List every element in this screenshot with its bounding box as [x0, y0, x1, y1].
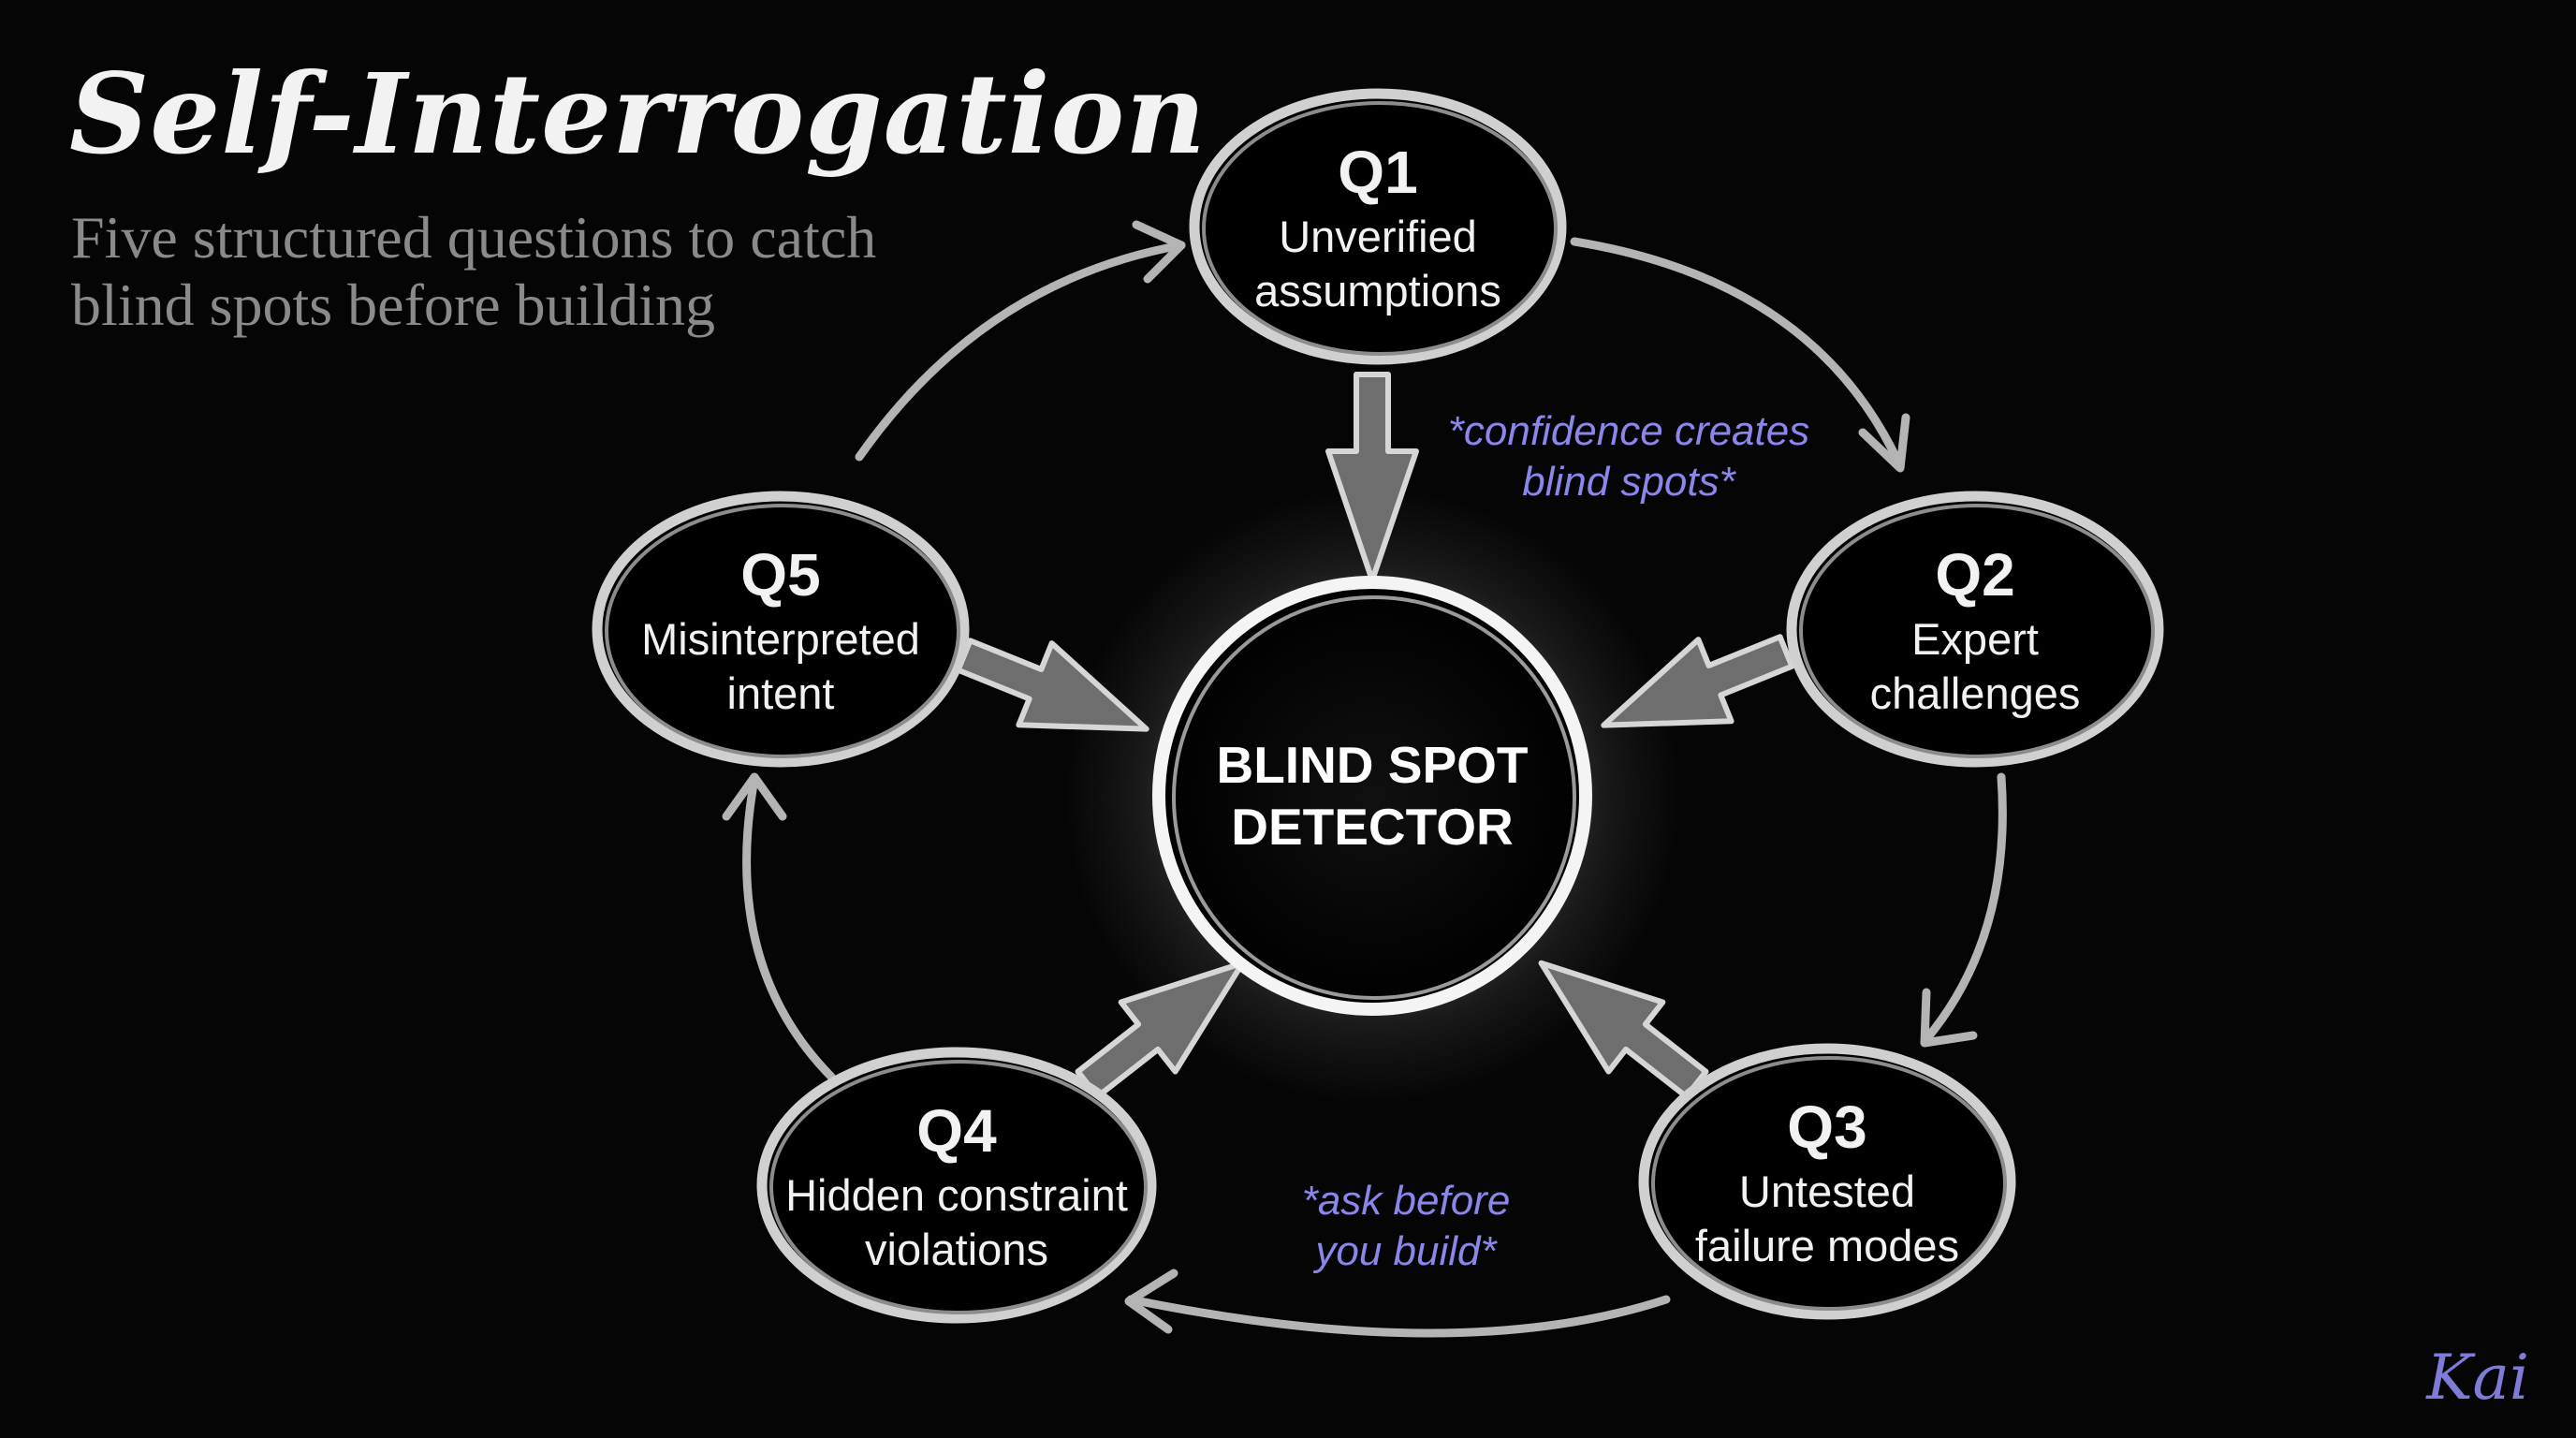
- node-q3-line1: Untested: [1738, 1167, 1916, 1216]
- node-q4-line2: violations: [865, 1225, 1048, 1274]
- cycle-arrows: [722, 220, 2007, 1338]
- inward-arrows: [955, 372, 1795, 1100]
- node-q1-id: Q1: [1338, 139, 1418, 206]
- author-signature: Kai: [2426, 1342, 2529, 1414]
- node-q3-line2: failure modes: [1694, 1221, 1960, 1270]
- node-q4-id: Q4: [916, 1097, 997, 1165]
- note-ask: *ask before you build*: [1302, 1176, 1511, 1277]
- note-ask-line1: *ask before: [1301, 1178, 1511, 1224]
- node-q3-id: Q3: [1787, 1093, 1867, 1161]
- node-q2-id: Q2: [1935, 541, 2015, 609]
- arc-q4-q5: [742, 774, 836, 1081]
- note-confidence-line1: *confidence creates: [1447, 408, 1810, 454]
- node-circle-q2: [1786, 491, 2164, 768]
- center-circle: [1152, 576, 1592, 1016]
- node-q3: Q3 Untested failure modes: [1695, 1090, 1959, 1273]
- page-subtitle: Five structured questions to catch blind…: [71, 204, 877, 338]
- node-q1: Q1 Unverified assumptions: [1254, 135, 1501, 318]
- note-confidence: *confidence creates blind spots*: [1448, 406, 1809, 507]
- node-q4: Q4 Hidden constraint violations: [785, 1093, 1128, 1277]
- node-q5-id: Q5: [740, 541, 821, 609]
- arc-q2-q3: [1922, 772, 2007, 1044]
- node-q4-line1: Hidden constraint: [785, 1170, 1128, 1220]
- node-q2-line1: Expert: [1911, 614, 2039, 664]
- note-ask-line2: you build*: [1315, 1228, 1497, 1274]
- center-line-2: DETECTOR: [1231, 798, 1514, 856]
- center-label: BLIND SPOT DETECTOR: [1216, 734, 1528, 858]
- arrowhead-q3-q4: [1124, 1269, 1178, 1334]
- arrow-q1-center: [1325, 372, 1419, 583]
- arrowhead-q4-q5: [722, 772, 787, 821]
- node-circles: [592, 88, 2164, 1324]
- center-line-1: BLIND SPOT: [1216, 736, 1529, 794]
- arrowhead-q1-q2: [1858, 413, 1910, 473]
- arrowhead-q5-q1: [1132, 220, 1186, 284]
- node-q2: Q2 Expert challenges: [1870, 537, 2081, 721]
- node-circle-q5: [592, 491, 970, 768]
- arc-q5-q1: [855, 241, 1186, 462]
- node-q5-line1: Misinterpreted: [641, 614, 920, 664]
- node-q2-line2: challenges: [1869, 668, 2081, 718]
- node-circle-q3: [1638, 1043, 2016, 1320]
- node-q1-line1: Unverified: [1279, 212, 1477, 261]
- node-q5: Q5 Misinterpreted intent: [641, 537, 920, 721]
- node-circle-q1: [1189, 88, 1567, 365]
- page-title: Self-Interrogation: [69, 49, 1208, 179]
- note-confidence-line2: blind spots*: [1522, 459, 1735, 505]
- arrow-q4-center: [1075, 960, 1246, 1100]
- arc-q3-q4: [1126, 1295, 1671, 1338]
- arrowhead-q2-q3: [1920, 988, 1978, 1048]
- arrow-q3-center: [1538, 960, 1709, 1100]
- arc-q1-q2: [1570, 237, 1905, 471]
- node-circle-q4: [756, 1047, 1157, 1324]
- arrow-q5-center: [955, 638, 1149, 732]
- node-q5-line2: intent: [726, 668, 835, 718]
- node-q1-line2: assumptions: [1254, 266, 1501, 315]
- arrow-q2-center: [1601, 634, 1795, 728]
